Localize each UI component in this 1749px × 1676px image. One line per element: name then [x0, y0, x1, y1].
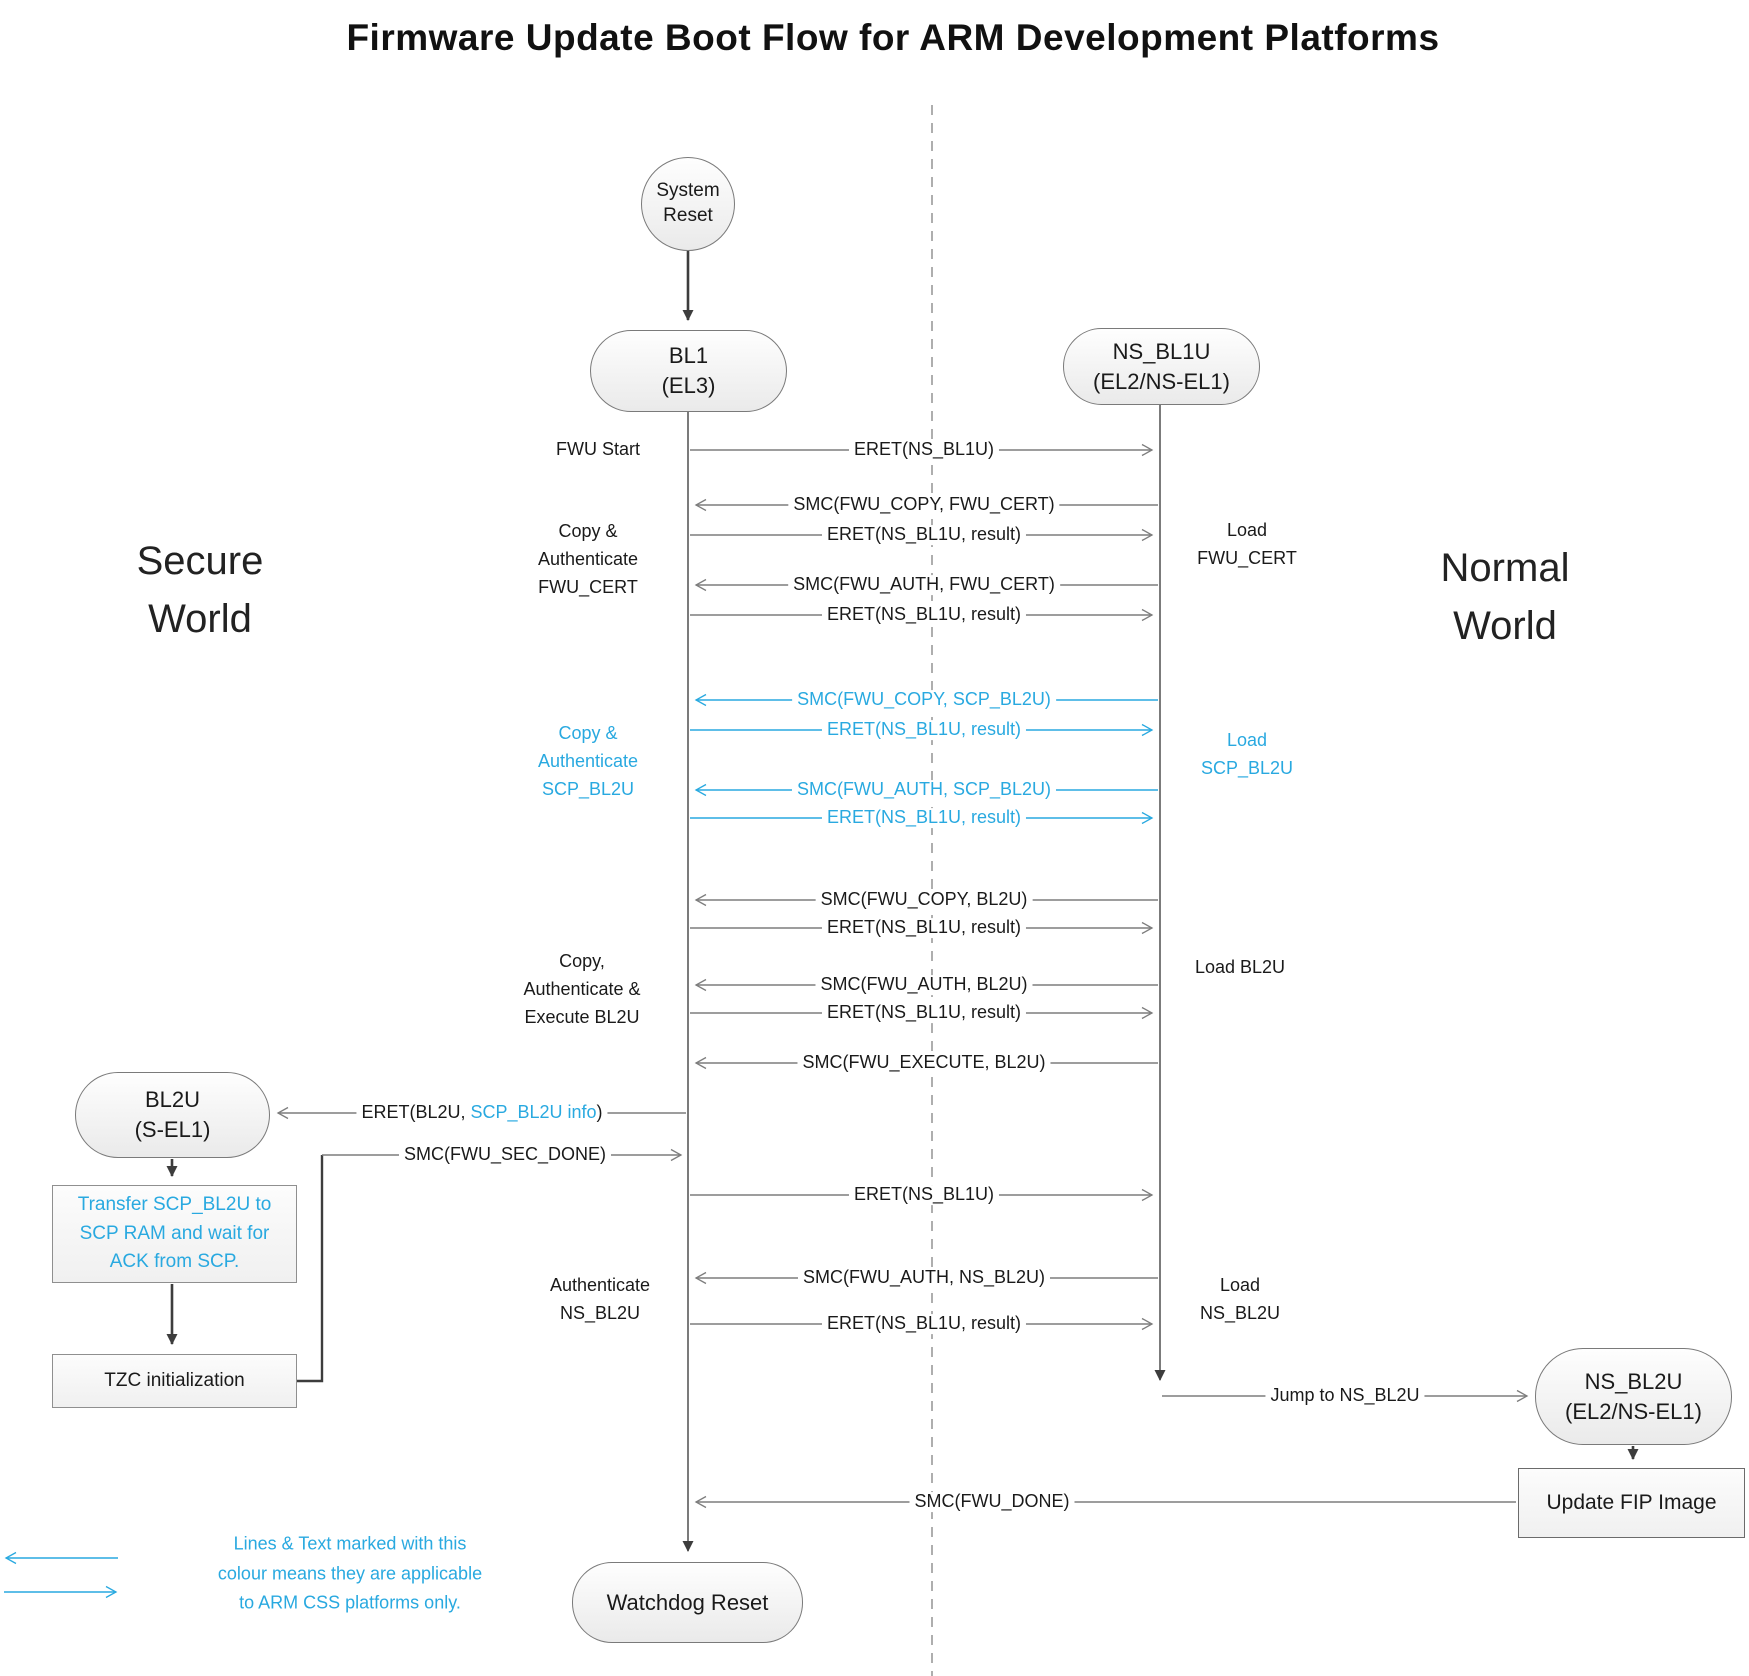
- smc-fwu-auth-scp-bl2u-label: SMC(FWU_AUTH, SCP_BL2U): [791, 779, 1057, 800]
- eret-result-label-5: ERET(NS_BL1U, result): [821, 917, 1027, 938]
- system-reset-node: System Reset: [641, 157, 735, 251]
- page-title: Firmware Update Boot Flow for ARM Develo…: [346, 17, 1440, 58]
- normal-world-label: Normal World: [1440, 546, 1570, 648]
- eret-result-label-2: ERET(NS_BL1U, result): [821, 604, 1027, 625]
- tzc-initialization-box: TZC initialization: [52, 1354, 297, 1408]
- copy-auth-scp-bl2u-label: Copy & Authenticate SCP_BL2U: [537, 723, 639, 799]
- eret-ns-bl1u-label-1: ERET(NS_BL1U): [848, 439, 1000, 460]
- ns-bl1u-node: NS_BL1U (EL2/NS-EL1): [1063, 328, 1260, 405]
- eret-result-label-4: ERET(NS_BL1U, result): [821, 807, 1027, 828]
- eret-bl2u-label-highlight: SCP_BL2U info: [470, 1102, 597, 1123]
- smc-fwu-copy-scp-bl2u-label: SMC(FWU_COPY, SCP_BL2U): [792, 689, 1056, 710]
- watchdog-reset-node: Watchdog Reset: [572, 1562, 803, 1643]
- bl2u-node: BL2U (S-EL1): [75, 1072, 270, 1158]
- copy-auth-fwu-cert-label: Copy & Authenticate FWU_CERT: [537, 521, 639, 597]
- load-ns-bl2u-label: Load NS_BL2U: [1199, 1275, 1281, 1323]
- eret-ns-bl1u-label-2: ERET(NS_BL1U): [848, 1184, 1000, 1205]
- legend-note: Lines & Text marked with this colour mea…: [217, 1533, 483, 1613]
- load-scp-bl2u-label: Load SCP_BL2U: [1200, 730, 1294, 778]
- eret-bl2u-label: ERET(BL2U, SCP_BL2U info): [356, 1102, 608, 1123]
- smc-fwu-auth-fwu-cert-label: SMC(FWU_AUTH, FWU_CERT): [788, 574, 1060, 595]
- fwu-start-label: FWU Start: [556, 439, 640, 460]
- eret-result-label-3: ERET(NS_BL1U, result): [821, 719, 1027, 740]
- smc-fwu-auth-bl2u-label: SMC(FWU_AUTH, BL2U): [815, 974, 1033, 995]
- smc-fwu-done-label: SMC(FWU_DONE): [909, 1491, 1075, 1512]
- eret-bl2u-label-suffix: ): [596, 1102, 603, 1123]
- smc-fwu-copy-fwu-cert-label: SMC(FWU_COPY, FWU_CERT): [788, 494, 1060, 515]
- smc-fwu-auth-ns-bl2u-label: SMC(FWU_AUTH, NS_BL2U): [797, 1267, 1051, 1288]
- secure-world-label: Secure World: [136, 539, 264, 641]
- smc-fwu-execute-bl2u-label: SMC(FWU_EXECUTE, BL2U): [797, 1052, 1051, 1073]
- eret-bl2u-label-prefix: ERET(BL2U,: [361, 1102, 471, 1123]
- bl1-node: BL1 (EL3): [590, 330, 787, 412]
- load-fwu-cert-label: Load FWU_CERT: [1197, 520, 1297, 568]
- copy-auth-execute-bl2u-label: Copy, Authenticate & Execute BL2U: [523, 951, 641, 1027]
- update-fip-image-box: Update FIP Image: [1518, 1468, 1745, 1538]
- transfer-scp-bl2u-box: Transfer SCP_BL2U to SCP RAM and wait fo…: [52, 1185, 297, 1283]
- ns-bl2u-node: NS_BL2U (EL2/NS-EL1): [1535, 1348, 1732, 1445]
- tzc-return-elbow-line: [297, 1155, 324, 1383]
- jump-to-ns-bl2u-label: Jump to NS_BL2U: [1265, 1385, 1425, 1406]
- eret-result-label-1: ERET(NS_BL1U, result): [821, 524, 1027, 545]
- authenticate-ns-bl2u-label: Authenticate NS_BL2U: [549, 1275, 651, 1323]
- smc-fwu-sec-done-label: SMC(FWU_SEC_DONE): [398, 1144, 612, 1165]
- smc-fwu-copy-bl2u-label: SMC(FWU_COPY, BL2U): [815, 889, 1033, 910]
- eret-result-label-6: ERET(NS_BL1U, result): [821, 1002, 1027, 1023]
- eret-result-label-7: ERET(NS_BL1U, result): [821, 1313, 1027, 1334]
- load-bl2u-label: Load BL2U: [1194, 957, 1286, 978]
